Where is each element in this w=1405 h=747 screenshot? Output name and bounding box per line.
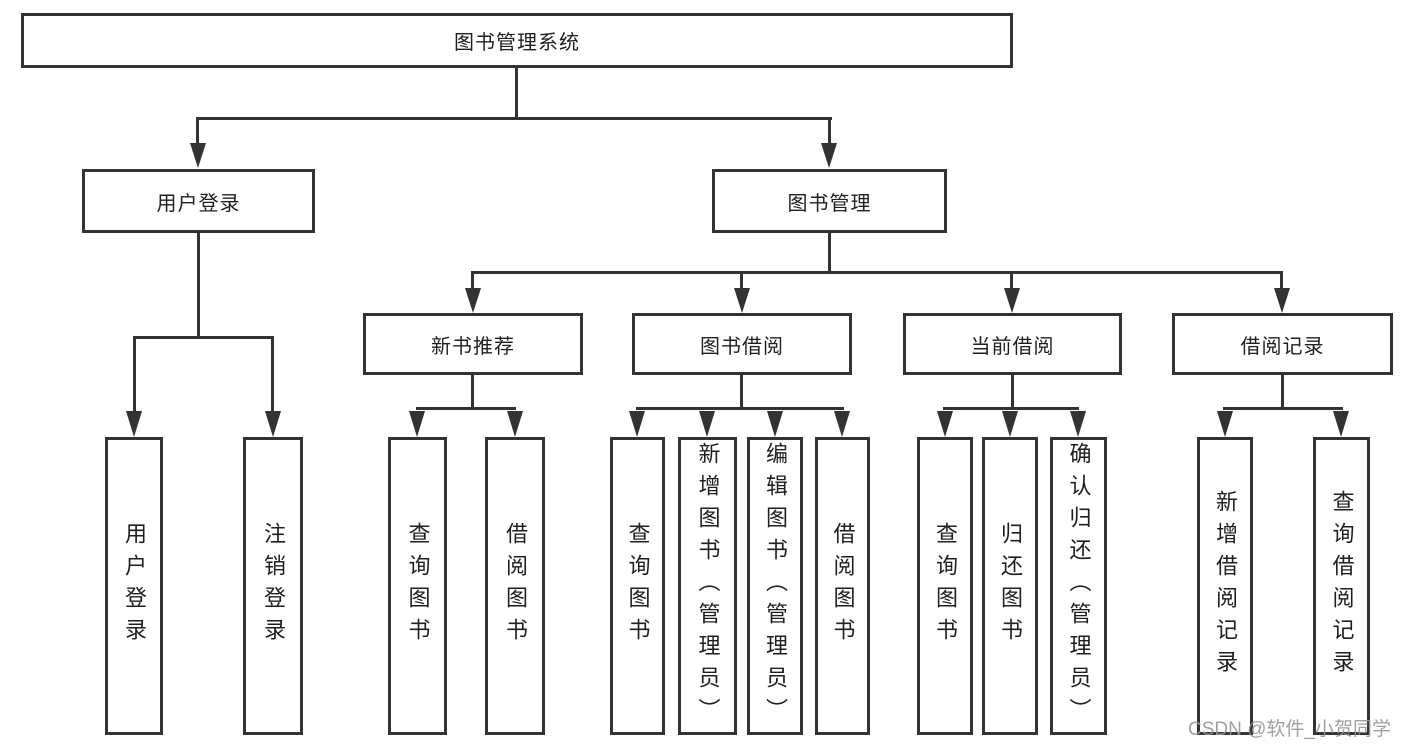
leaf-edit-book-admin: 编辑图书（管理员） [747,437,803,735]
connector-line [1010,271,1013,291]
connector-line [471,375,474,410]
arrow-down-icon [126,411,142,437]
csdn-watermark: CSDN @软件_小贺同学 [1188,719,1391,740]
connector-line [472,271,1283,274]
node-label: 图书借阅 [700,335,784,358]
connector-line [636,407,844,410]
node-label: 新书推荐 [431,335,515,358]
connector-line [1280,271,1283,291]
connector-line [1223,407,1343,410]
arrow-down-icon [1070,411,1086,437]
connector-line [271,336,274,412]
arrow-down-icon [1217,411,1233,437]
leaf-add-book-admin: 新增图书（管理员） [678,437,737,735]
arrow-down-icon [821,143,837,168]
arrow-down-icon [1004,288,1020,313]
arrow-down-icon [465,288,481,313]
arrow-down-icon [507,411,523,437]
arrow-down-icon [1002,411,1018,437]
connector-line [133,336,274,339]
node-current-borrow: 当前借阅 [903,313,1122,375]
leaf-add-borrow-record: 新增借阅记录 [1197,437,1253,735]
leaf-borrow-book-recommend: 借阅图书 [485,437,545,735]
leaf-query-book-current: 查询图书 [917,437,973,735]
arrow-down-icon [629,411,645,437]
connector-line [471,271,474,291]
connector-line [416,407,516,410]
node-book-management: 图书管理 [712,169,947,233]
leaf-query-book-borrow: 查询图书 [610,437,665,735]
leaf-user-login: 用户登录 [105,437,163,735]
arrow-down-icon [190,143,206,168]
arrow-down-icon [1333,411,1349,437]
node-label: 借阅记录 [1240,335,1325,358]
leaf-logout: 注销登录 [243,437,303,735]
node-book-borrow: 图书借阅 [632,313,852,375]
arrow-down-icon [767,411,783,437]
arrow-down-icon [1274,288,1290,313]
connector-line [1011,375,1014,410]
leaf-query-borrow-record: 查询借阅记录 [1313,437,1370,735]
connector-line [133,336,136,412]
node-label: 当前借阅 [970,335,1055,358]
connector-line [515,68,518,120]
arrow-down-icon [409,411,425,437]
node-root-library-management-system: 图书管理系统 [21,13,1013,68]
leaf-confirm-return-admin: 确认归还（管理员） [1050,437,1107,735]
node-label: 图书管理系统 [454,32,580,54]
arrow-down-icon [834,411,850,437]
node-label: 图书管理 [787,192,872,215]
arrow-down-icon [734,288,750,313]
leaf-borrow-book: 借阅图书 [815,437,870,735]
connector-line [197,233,200,339]
node-borrow-record: 借阅记录 [1172,313,1393,375]
connector-line [1281,375,1284,410]
node-label: 用户登录 [156,192,241,215]
connector-line [196,117,832,120]
arrow-down-icon [699,411,715,437]
connector-line [740,375,743,410]
connector-line [828,233,831,274]
connector-line [943,407,1079,410]
leaf-return-book: 归还图书 [982,437,1038,735]
arrow-down-icon [265,411,281,437]
arrow-down-icon [937,411,953,437]
connector-line [828,117,831,147]
connector-line [196,117,199,147]
node-user-login: 用户登录 [82,169,315,233]
connector-line [740,271,743,291]
node-new-book-recommend: 新书推荐 [363,313,583,375]
leaf-query-book-recommend: 查询图书 [388,437,447,735]
